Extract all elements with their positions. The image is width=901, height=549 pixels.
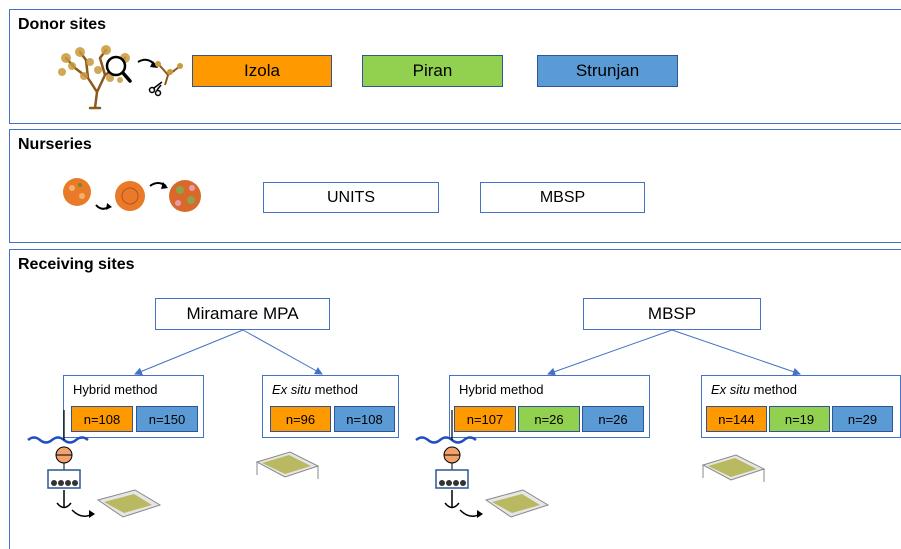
mbsp-exsitu-box: Ex situ method n=144 n=19 n=29 — [701, 375, 901, 438]
mbsp-hybrid-box: Hybrid method n=107 n=26 n=26 — [449, 375, 650, 438]
anchor-icon — [56, 490, 72, 509]
water-surface-icon — [27, 436, 89, 444]
aquarium-tank-icon — [255, 451, 320, 479]
nursery-growing-icon — [115, 181, 145, 211]
arrow-mbsp-hybrid — [547, 329, 673, 376]
nurseries-title: Nurseries — [18, 136, 92, 153]
donor-sites-title: Donor sites — [18, 16, 107, 33]
miramare-hybrid-strunjan-count: n=150 — [136, 406, 198, 432]
mbsp-exsitu-label-rest: method — [750, 382, 797, 397]
mbsp-hybrid-label: Hybrid method — [459, 382, 544, 397]
miramare-hybrid-izola-count: n=108 — [71, 406, 133, 432]
nursery-fragment-icon — [63, 178, 91, 206]
scissors-icon — [148, 81, 163, 97]
arrow-mbsp-exsitu — [671, 329, 801, 376]
miramare-hybrid-label: Hybrid method — [73, 382, 158, 397]
receiving-sites-title: Receiving sites — [18, 256, 135, 273]
aquarium-tank-icon-2 — [701, 454, 766, 482]
miramare-hybrid-box: Hybrid method n=108 n=150 — [63, 375, 204, 438]
mbsp-exsitu-label-italic: Ex situ — [711, 382, 751, 397]
mbsp-exsitu-piran-count: n=19 — [769, 406, 830, 432]
mbsp-exsitu-izola-count: n=144 — [706, 406, 767, 432]
donor-sites-panel: Donor sites — [9, 9, 901, 124]
nurseries-panel: Nurseries — [9, 129, 901, 243]
magnifier-icon — [105, 55, 132, 83]
miramare-exsitu-box: Ex situ method n=96 n=108 — [262, 375, 399, 438]
arrow-miramare-hybrid — [134, 329, 244, 376]
nursery-grown-colony-icon — [169, 180, 201, 212]
mbsp-hybrid-strunjan-count: n=26 — [582, 406, 644, 432]
hanging-basket-icon — [47, 463, 81, 489]
site-piran: Piran — [362, 55, 503, 87]
nursery-units: UNITS — [263, 182, 439, 213]
site-strunjan: Strunjan — [537, 55, 678, 87]
arrow-miramare-exsitu — [242, 329, 323, 375]
miramare-exsitu-label-italic: Ex situ — [272, 382, 312, 397]
water-surface-icon-2 — [415, 436, 477, 444]
receiving-sites-panel: Receiving sites — [9, 249, 901, 549]
mbsp-exsitu-strunjan-count: n=29 — [832, 406, 893, 432]
coral-fragment-icon — [155, 61, 183, 86]
buoy-icon — [55, 446, 73, 464]
cage-plot-icon-2 — [484, 489, 550, 518]
miramare-exsitu-strunjan-count: n=108 — [334, 406, 395, 432]
mbsp-hybrid-piran-count: n=26 — [518, 406, 580, 432]
coral-colony-icon — [58, 45, 130, 110]
nursery-mbsp: MBSP — [480, 182, 645, 213]
cage-plot-icon — [96, 489, 162, 518]
miramare-exsitu-izola-count: n=96 — [270, 406, 331, 432]
site-izola: Izola — [192, 55, 332, 87]
miramare-exsitu-label-rest: method — [311, 382, 358, 397]
receiving-mbsp: MBSP — [583, 298, 761, 330]
receiving-miramare: Miramare MPA — [155, 298, 330, 330]
mbsp-hybrid-izola-count: n=107 — [454, 406, 516, 432]
